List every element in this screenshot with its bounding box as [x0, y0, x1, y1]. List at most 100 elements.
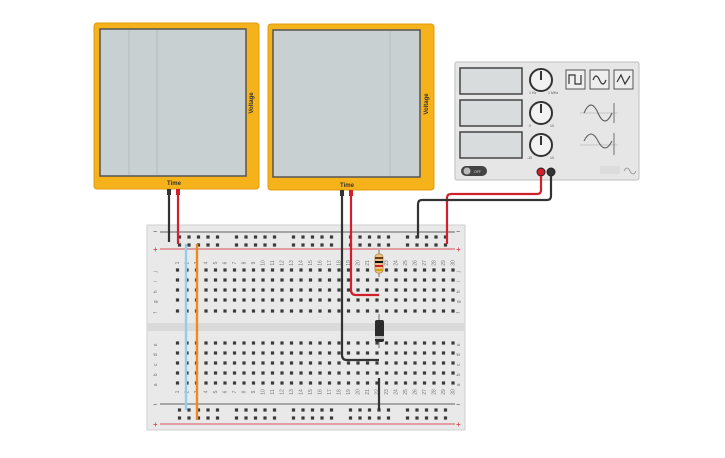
breadboard-hole[interactable] [375, 309, 379, 313]
breadboard-hole[interactable] [213, 288, 218, 292]
breadboard-hole[interactable] [232, 371, 237, 375]
breadboard-hole[interactable] [234, 408, 239, 412]
diode[interactable] [375, 314, 384, 348]
breadboard-hole[interactable] [422, 351, 427, 355]
breadboard-hole[interactable] [403, 361, 408, 365]
breadboard-hole[interactable] [280, 298, 284, 302]
breadboard-hole[interactable] [415, 408, 419, 412]
square-wave-button[interactable] [565, 69, 586, 90]
breadboard-hole[interactable] [318, 309, 322, 313]
breadboard-hole[interactable] [204, 309, 208, 313]
breadboard-hole[interactable] [375, 278, 379, 282]
breadboard-hole[interactable] [215, 235, 220, 239]
breadboard-hole[interactable] [175, 371, 180, 375]
breadboard-hole[interactable] [413, 298, 417, 302]
breadboard-hole[interactable] [204, 278, 208, 282]
breadboard-hole[interactable] [206, 416, 210, 420]
breadboard-hole[interactable] [384, 309, 389, 313]
breadboard-hole[interactable] [270, 351, 275, 355]
oscilloscope-1-red-probe[interactable] [176, 189, 180, 195]
breadboard-hole[interactable] [175, 381, 180, 385]
breadboard-hole[interactable] [358, 243, 362, 247]
breadboard-hole[interactable] [327, 309, 332, 313]
breadboard-hole[interactable] [365, 298, 370, 302]
breadboard-hole[interactable] [213, 351, 218, 355]
generator-negative-terminal[interactable] [546, 167, 556, 177]
breadboard-hole[interactable] [289, 341, 294, 345]
breadboard-hole[interactable] [327, 268, 332, 272]
breadboard-hole[interactable] [232, 278, 237, 282]
breadboard-hole[interactable] [327, 288, 332, 292]
breadboard-hole[interactable] [206, 243, 210, 247]
breadboard-hole[interactable] [215, 416, 220, 420]
breadboard-hole[interactable] [320, 416, 324, 420]
breadboard-hole[interactable] [308, 361, 313, 365]
breadboard-hole[interactable] [337, 309, 341, 313]
breadboard-hole[interactable] [337, 381, 341, 385]
wire-scope2-signal[interactable] [349, 196, 379, 297]
breadboard-hole[interactable] [263, 408, 267, 412]
breadboard-hole[interactable] [253, 243, 258, 247]
breadboard-hole[interactable] [272, 408, 277, 412]
breadboard-hole[interactable] [403, 288, 408, 292]
offset-knob[interactable] [529, 133, 553, 157]
breadboard-hole[interactable] [291, 408, 296, 412]
breadboard-hole[interactable] [232, 309, 237, 313]
breadboard-hole[interactable] [415, 416, 419, 420]
breadboard-hole[interactable] [320, 408, 324, 412]
breadboard-hole[interactable] [175, 298, 180, 302]
breadboard-hole[interactable] [356, 288, 360, 292]
breadboard-hole[interactable] [348, 408, 353, 412]
breadboard-hole[interactable] [213, 278, 218, 282]
breadboard-hole[interactable] [299, 381, 303, 385]
breadboard-hole[interactable] [386, 235, 391, 239]
breadboard-hole[interactable] [422, 341, 427, 345]
breadboard-hole[interactable] [394, 288, 398, 292]
breadboard-hole[interactable] [384, 361, 389, 365]
breadboard-hole[interactable] [327, 341, 332, 345]
breadboard-hole[interactable] [308, 381, 313, 385]
breadboard-hole[interactable] [242, 371, 246, 375]
breadboard-hole[interactable] [270, 298, 275, 302]
breadboard-hole[interactable] [318, 288, 322, 292]
breadboard-hole[interactable] [299, 288, 303, 292]
breadboard-hole[interactable] [177, 416, 182, 420]
breadboard-hole[interactable] [223, 361, 227, 365]
breadboard-hole[interactable] [337, 351, 341, 355]
breadboard-hole[interactable] [291, 416, 296, 420]
breadboard-hole[interactable] [175, 268, 180, 272]
breadboard-hole[interactable] [327, 371, 332, 375]
breadboard-hole[interactable] [206, 408, 210, 412]
breadboard-hole[interactable] [234, 416, 239, 420]
breadboard-hole[interactable] [310, 408, 315, 412]
breadboard-hole[interactable] [432, 288, 436, 292]
breadboard-hole[interactable] [434, 243, 438, 247]
breadboard-hole[interactable] [261, 278, 265, 282]
breadboard-hole[interactable] [175, 361, 180, 365]
breadboard-hole[interactable] [196, 235, 201, 239]
breadboard-hole[interactable] [451, 371, 455, 375]
breadboard-hole[interactable] [424, 408, 429, 412]
breadboard-hole[interactable] [270, 278, 275, 282]
breadboard-hole[interactable] [451, 351, 455, 355]
breadboard-hole[interactable] [441, 371, 446, 375]
breadboard-hole[interactable] [365, 268, 370, 272]
breadboard-hole[interactable] [223, 371, 227, 375]
breadboard-hole[interactable] [394, 278, 398, 282]
breadboard-hole[interactable] [367, 408, 372, 412]
breadboard-hole[interactable] [365, 278, 370, 282]
breadboard-hole[interactable] [394, 298, 398, 302]
breadboard-hole[interactable] [432, 268, 436, 272]
breadboard[interactable]: − + − + − + − + 112233445566778899101011… [146, 224, 466, 431]
breadboard-hole[interactable] [337, 278, 341, 282]
breadboard-hole[interactable] [346, 381, 351, 385]
breadboard-hole[interactable] [308, 268, 313, 272]
breadboard-hole[interactable] [175, 309, 180, 313]
breadboard-hole[interactable] [443, 408, 448, 412]
breadboard-hole[interactable] [175, 351, 180, 355]
breadboard-hole[interactable] [301, 416, 305, 420]
breadboard-hole[interactable] [403, 381, 408, 385]
breadboard-hole[interactable] [327, 351, 332, 355]
breadboard-hole[interactable] [356, 351, 360, 355]
breadboard-hole[interactable] [346, 288, 351, 292]
